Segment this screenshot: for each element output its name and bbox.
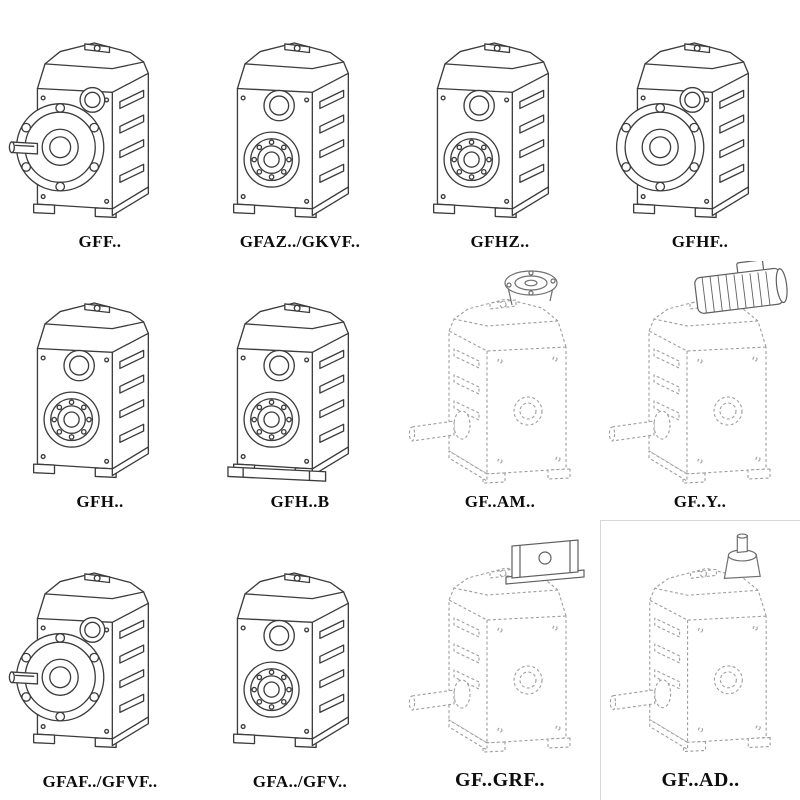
gearbox-drawing-gff xyxy=(0,0,200,232)
gearbox-hollow-shaft-icon xyxy=(205,537,395,755)
gearbox-drawing-gfaf-gfvf xyxy=(0,520,200,772)
gearbox-cell-gf-am: GF..AM.. xyxy=(400,260,600,520)
gearbox-cell-gf-grf: GF..GRF.. xyxy=(400,520,600,800)
model-label: GFF.. xyxy=(78,232,122,252)
gearbox-drawing-gfh xyxy=(0,260,200,492)
model-label: GFAF../GFVF.. xyxy=(42,772,158,792)
model-label: GF..GRF.. xyxy=(455,769,545,791)
gearbox-flange-shaft-icon xyxy=(5,7,195,225)
model-label: GFAZ../GKVF.. xyxy=(239,232,361,252)
gearbox-phantom-input-shaft-icon xyxy=(601,529,800,761)
model-label: GFHZ.. xyxy=(470,232,530,252)
gearbox-cell-gfhf: GFHF.. xyxy=(600,0,800,260)
model-label: GF..AD.. xyxy=(661,769,740,791)
gearbox-drawing-gfhf xyxy=(600,0,800,232)
gearbox-cell-gfa-gfv: GFA../GFV.. xyxy=(200,520,400,800)
gearbox-drawing-gfh-b xyxy=(200,260,400,492)
model-label: GFH..B xyxy=(270,492,330,512)
model-label: GF..AM.. xyxy=(464,492,536,512)
gearbox-cell-gfhz: GFHZ.. xyxy=(400,0,600,260)
gearbox-phantom-input-flange-icon xyxy=(400,260,600,492)
gearbox-phantom-adapter-block-icon xyxy=(400,529,600,761)
gearbox-drawing-gf-ad xyxy=(601,521,800,769)
gearbox-drawing-gfa-gfv xyxy=(200,520,400,772)
gearbox-hollow-shaft-icon xyxy=(5,267,195,485)
model-label: GFHF.. xyxy=(671,232,729,252)
gearbox-flange-shaft-icon xyxy=(5,537,195,755)
gearbox-drawing-gf-y xyxy=(600,260,800,492)
gearbox-drawing-gfaz-gkvf xyxy=(200,0,400,232)
model-label: GF..Y.. xyxy=(673,492,727,512)
gearbox-hollow-shaft-icon xyxy=(205,7,395,225)
gearbox-hollow-baseplate-icon xyxy=(205,267,395,485)
gearbox-drawing-gf-grf xyxy=(400,520,600,769)
gearbox-cell-gfaz-gkvf: GFAZ../GKVF.. xyxy=(200,0,400,260)
gearbox-hollow-shaft-icon xyxy=(405,7,595,225)
model-label: GFH.. xyxy=(76,492,124,512)
gearbox-cell-gf-ad: GF..AD.. xyxy=(600,520,800,800)
gearbox-flange-icon xyxy=(605,7,795,225)
gearbox-drawing-gfhz xyxy=(400,0,600,232)
gearbox-cell-gf-y: GF..Y.. xyxy=(600,260,800,520)
gearbox-cell-gff: GFF.. xyxy=(0,0,200,260)
gearbox-phantom-motor-icon xyxy=(600,260,800,492)
gearbox-cell-gfh-b: GFH..B xyxy=(200,260,400,520)
gearbox-cell-gfh: GFH.. xyxy=(0,260,200,520)
model-label: GFA../GFV.. xyxy=(252,772,348,792)
gearbox-cell-gfaf-gfvf: GFAF../GFVF.. xyxy=(0,520,200,800)
gearbox-drawing-gf-am xyxy=(400,260,600,492)
